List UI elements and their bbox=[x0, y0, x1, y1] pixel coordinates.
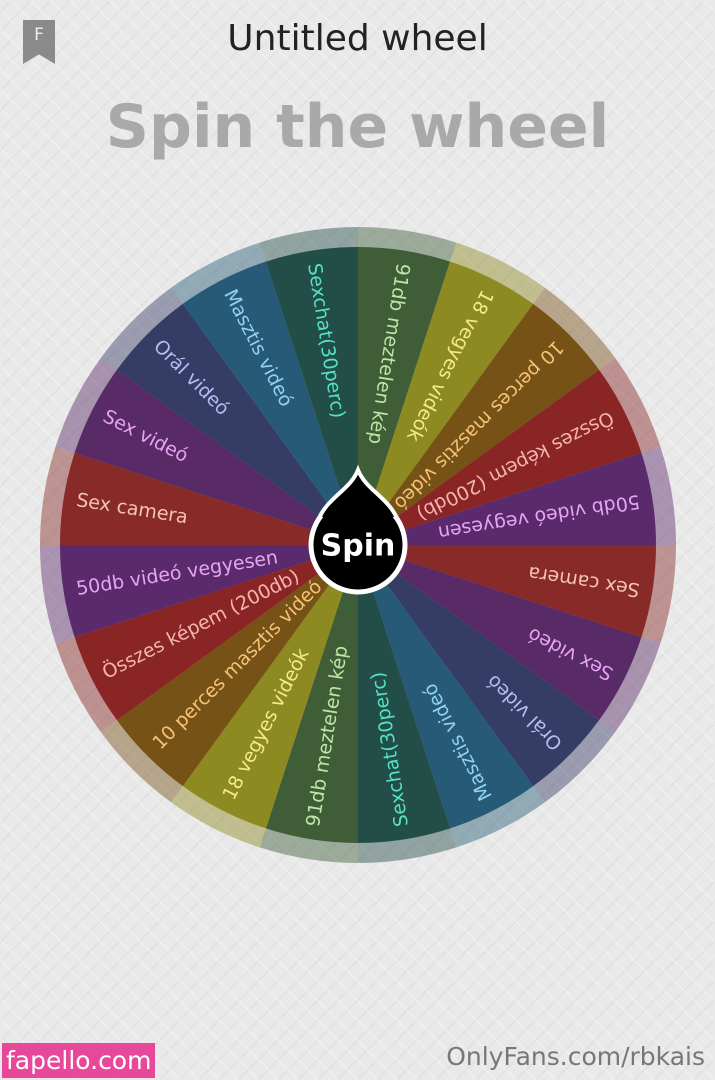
wheel-segment bbox=[265, 545, 358, 843]
pointer-fill bbox=[322, 475, 394, 517]
wheel-segment bbox=[358, 545, 534, 829]
wheel-segment bbox=[358, 545, 656, 638]
watermark-left: fapello.com bbox=[2, 1043, 156, 1078]
wheel-segment bbox=[358, 545, 451, 843]
wheel-segment bbox=[358, 303, 600, 545]
wheel-segment bbox=[358, 545, 642, 721]
wheel-segment bbox=[182, 261, 358, 545]
wheel-segment bbox=[74, 369, 359, 545]
wheel-segment bbox=[358, 369, 642, 545]
wheel-segment bbox=[60, 452, 358, 545]
wheel-segment bbox=[358, 545, 600, 787]
wheel-segment bbox=[182, 545, 358, 829]
wheel-title[interactable]: Untitled wheel bbox=[227, 18, 488, 59]
wheel-segment bbox=[116, 545, 358, 787]
watermark-right: OnlyFans.com/rbkais bbox=[446, 1042, 705, 1071]
wheel-segment bbox=[74, 545, 359, 721]
wheel-segment bbox=[116, 303, 358, 545]
wheel-segment bbox=[358, 247, 451, 545]
wheel-segment bbox=[60, 545, 358, 638]
wheel-segment bbox=[358, 452, 656, 545]
wheel-segment bbox=[265, 247, 358, 545]
wheel-segment bbox=[358, 261, 534, 545]
page-heading: Spin the wheel bbox=[105, 92, 610, 162]
spin-button-label[interactable]: Spin bbox=[321, 529, 396, 564]
